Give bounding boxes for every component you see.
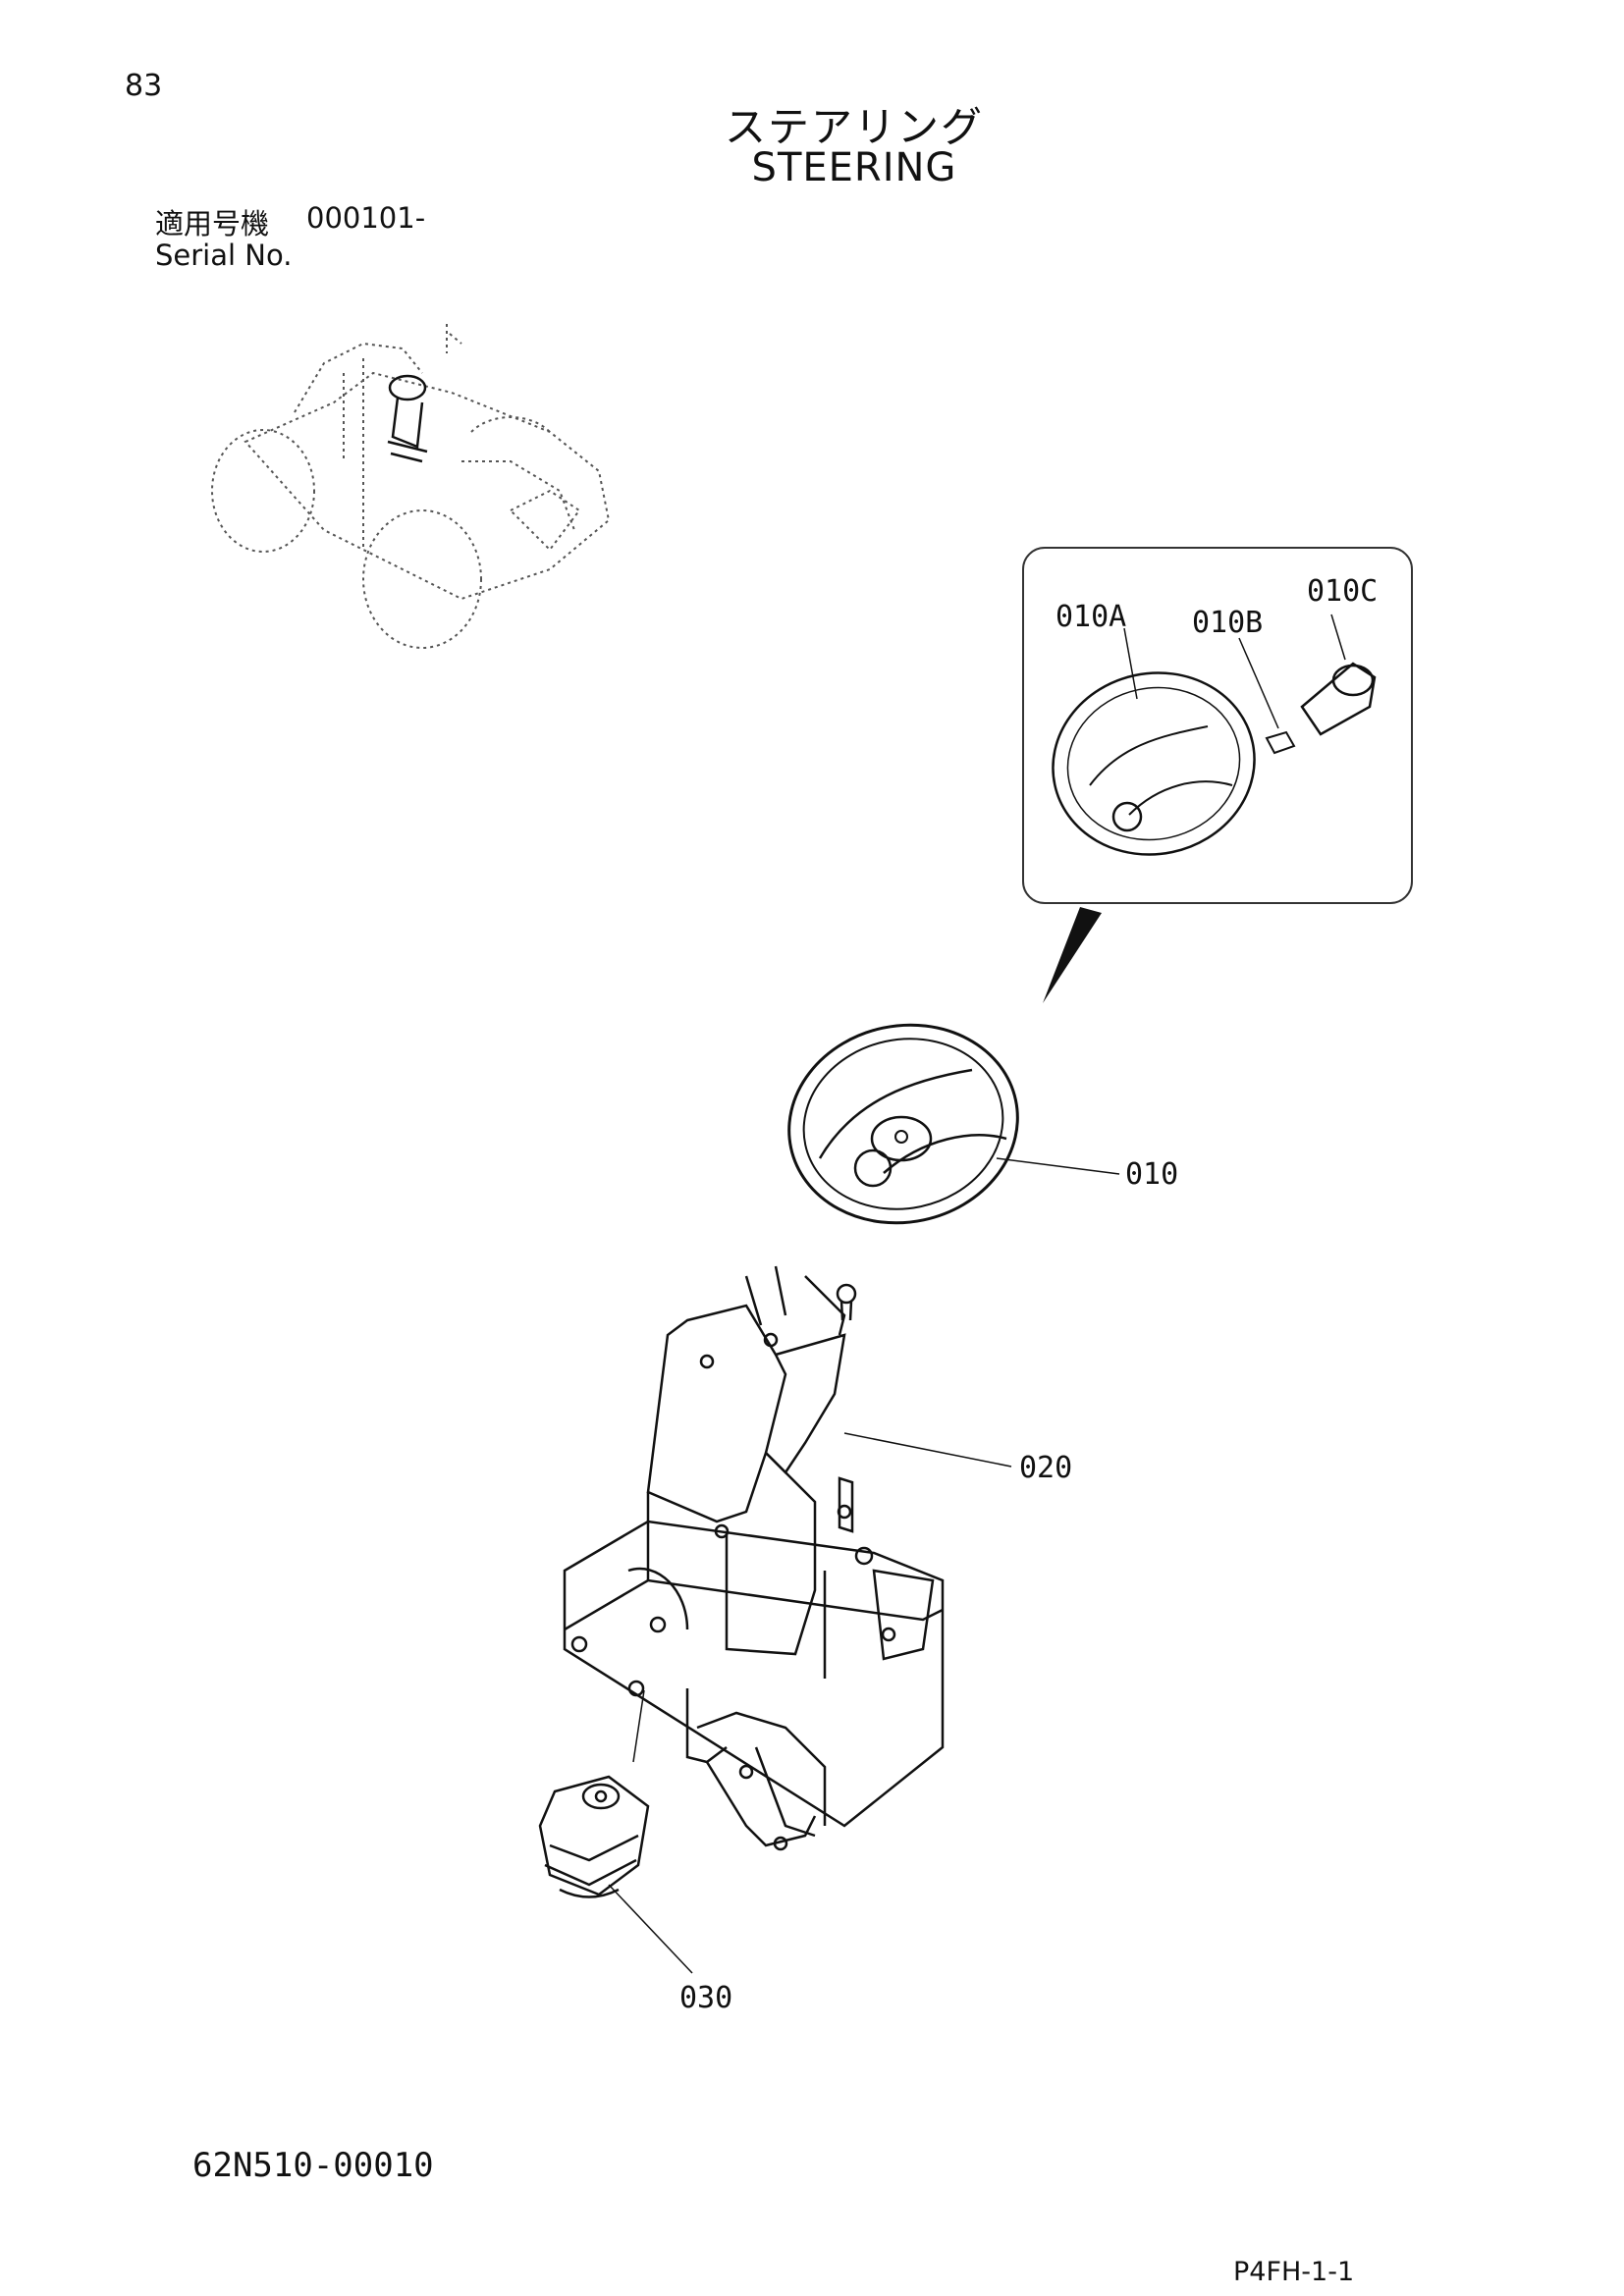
document-code: 62N510-00010 <box>192 2146 434 2185</box>
serial-range: 000101- <box>306 201 426 235</box>
leader-020 <box>843 1432 1012 1468</box>
detail-inset <box>1022 547 1413 904</box>
callout-010C: 010C <box>1307 574 1379 609</box>
callout-010: 010 <box>1125 1157 1179 1192</box>
inset-pointer <box>1043 907 1102 1003</box>
machine-overview-steering-highlight <box>387 374 428 463</box>
page-number: 83 <box>125 69 163 103</box>
steering-valve-drawing <box>538 1775 650 1898</box>
steering-wheel-drawing <box>787 1023 1019 1225</box>
page-code: P4FH-1-1 <box>1233 2257 1355 2287</box>
machine-overview-illustration <box>211 324 611 649</box>
page-title-japanese: ステアリング <box>724 103 984 151</box>
page-title-english: STEERING <box>751 145 957 190</box>
callout-020: 020 <box>1019 1451 1073 1485</box>
leader-030-upper <box>632 1689 645 1763</box>
callout-030: 030 <box>679 1981 733 2015</box>
steering-column-drawing <box>563 1265 945 1851</box>
callout-010B: 010B <box>1192 606 1264 640</box>
leader-010 <box>996 1157 1120 1175</box>
serial-label-japanese: 適用号機 <box>155 207 270 240</box>
serial-label-english: Serial No. <box>155 239 293 272</box>
leader-030 <box>608 1884 693 1974</box>
callout-010A: 010A <box>1056 600 1127 634</box>
